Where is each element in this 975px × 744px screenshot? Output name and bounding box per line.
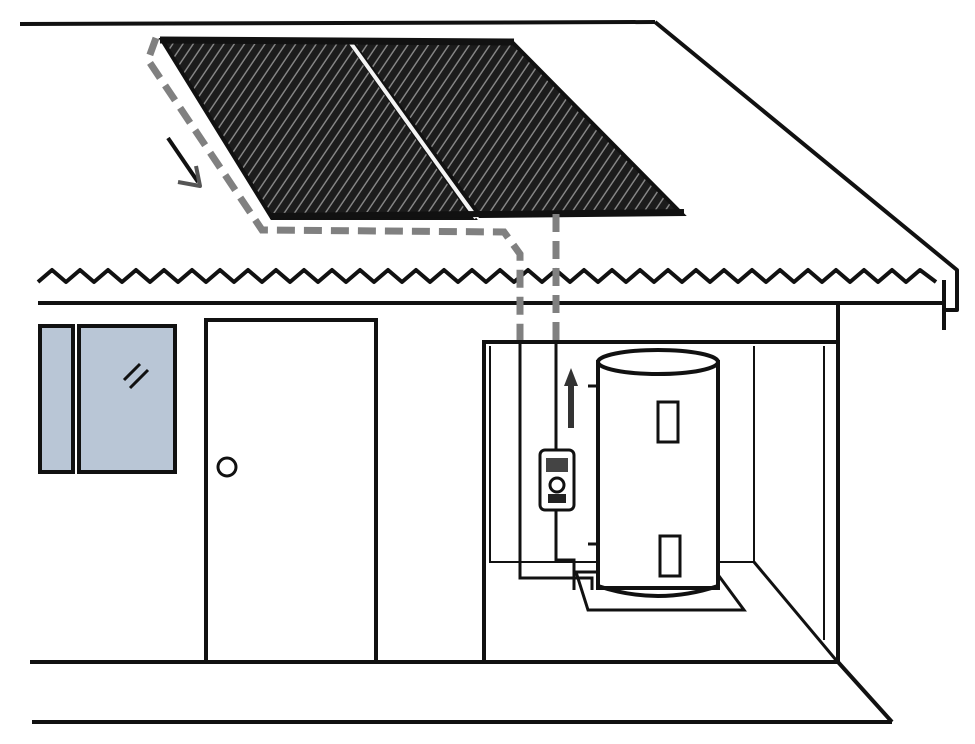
- cold-pipe-down: [518, 342, 594, 590]
- tank-panel-upper: [656, 400, 680, 444]
- tank-body: [596, 360, 720, 590]
- window: [38, 324, 177, 474]
- controller-dial: [548, 476, 566, 494]
- collector-top-header: [159, 36, 515, 46]
- ground-diagonal: [836, 660, 894, 724]
- window-pane-right: [77, 324, 177, 474]
- tank-panel-lower: [658, 534, 682, 578]
- door-frame: [204, 318, 378, 664]
- controller-to-tank-pipe: [554, 510, 576, 590]
- flow-arrow-down-icon: [166, 136, 202, 188]
- tank-bottom-curve: [597, 584, 719, 598]
- collector-divider: [348, 40, 478, 220]
- door: [204, 318, 378, 664]
- tank-plumbing: [518, 342, 594, 590]
- controller-base: [548, 494, 566, 503]
- roof-ridge-line: [19, 20, 656, 26]
- roof: [19, 20, 959, 330]
- controller-display: [546, 458, 568, 472]
- alcove-floor-diagonal: [752, 561, 838, 661]
- flow-arrow-up-icon: [564, 368, 578, 428]
- solar-collector: [158, 36, 687, 220]
- hot-water-tank: [588, 348, 720, 598]
- window-glare-2: [128, 368, 150, 390]
- solar-controller: [538, 448, 576, 512]
- window-pane-left: [38, 324, 75, 474]
- dashed-pipes: [144, 36, 560, 342]
- roof-eave-wavy-edge: [36, 268, 938, 284]
- tank-top: [596, 348, 720, 376]
- roof-side-edge: [653, 20, 959, 312]
- door-knob: [216, 456, 238, 478]
- alcove-opening: [482, 340, 838, 662]
- collector-bottom-header: [269, 209, 685, 219]
- window-glare-1: [122, 362, 142, 382]
- house-structure: [30, 303, 894, 724]
